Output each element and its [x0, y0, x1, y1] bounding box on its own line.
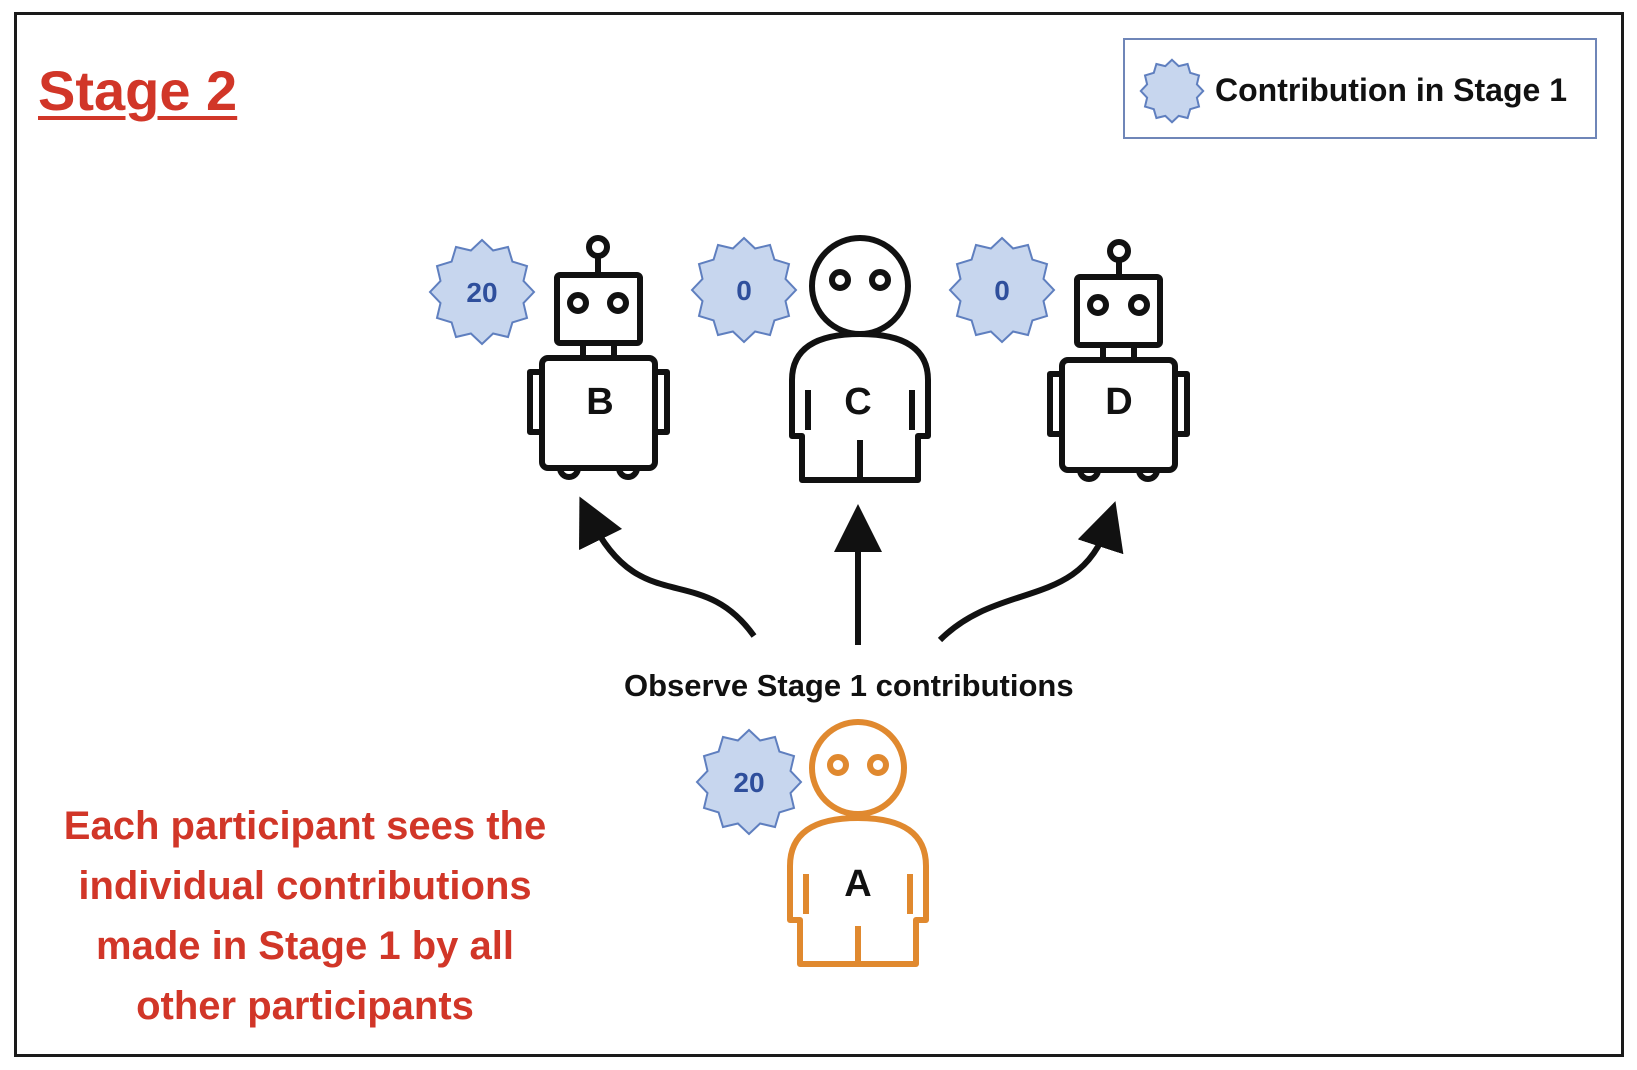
agent-d-robot-icon — [1047, 239, 1190, 482]
caption-line: individual contributions — [78, 864, 532, 908]
legend-box: Contribution in Stage 1 — [1123, 38, 1597, 139]
contribution-badge-b: 20 — [428, 238, 536, 346]
contribution-badge-c: 0 — [690, 236, 798, 344]
agent-c-letter: C — [844, 381, 871, 423]
agent-b-letter: B — [586, 381, 613, 423]
agent-d-letter: D — [1105, 381, 1132, 423]
caption-line: Each participant sees the — [63, 804, 547, 848]
contribution-value-a: 20 — [733, 767, 764, 798]
starburst-badge-icon — [428, 238, 536, 346]
arrow-to-b — [579, 496, 757, 638]
arrow-to-d — [937, 501, 1124, 643]
agent-a-human-icon — [787, 719, 929, 967]
starburst-badge-icon — [948, 236, 1056, 344]
contribution-badge-d: 0 — [948, 236, 1056, 344]
legend-badge-shape — [1139, 58, 1205, 124]
contribution-value-d: 0 — [994, 275, 1010, 306]
starburst-badge-icon — [690, 236, 798, 344]
stage-title: Stage 2 — [38, 59, 238, 122]
caption-line: other participants — [136, 984, 474, 1028]
starburst-badge-icon — [695, 728, 803, 836]
caption-line: made in Stage 1 by all — [96, 924, 514, 968]
observe-label: Observe Stage 1 contributions — [624, 668, 1074, 703]
legend-label: Contribution in Stage 1 — [1215, 72, 1567, 108]
slide-frame — [14, 12, 1624, 1057]
contribution-badge-a: 20 — [695, 728, 803, 836]
contribution-value-c: 0 — [736, 275, 752, 306]
agent-a-letter: A — [844, 863, 871, 905]
agent-c-human-icon — [789, 235, 931, 483]
contribution-value-b: 20 — [466, 277, 497, 308]
starburst-badge-icon — [1139, 58, 1205, 124]
caption-text: Each participant sees the individual con… — [30, 796, 580, 1036]
agent-b-robot-icon — [527, 235, 670, 480]
